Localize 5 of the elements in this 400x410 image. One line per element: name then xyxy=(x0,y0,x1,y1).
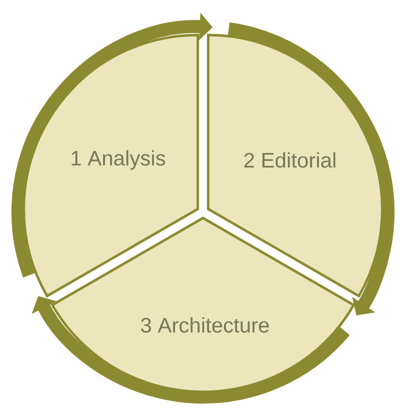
node-label: 3 Architecture xyxy=(141,317,269,333)
sector: 3 Architecture xyxy=(51,216,355,394)
sector: 1 Analysis xyxy=(22,34,200,298)
node-label: 2 Editorial xyxy=(244,152,336,168)
sector: 2 Editorial xyxy=(206,34,384,298)
